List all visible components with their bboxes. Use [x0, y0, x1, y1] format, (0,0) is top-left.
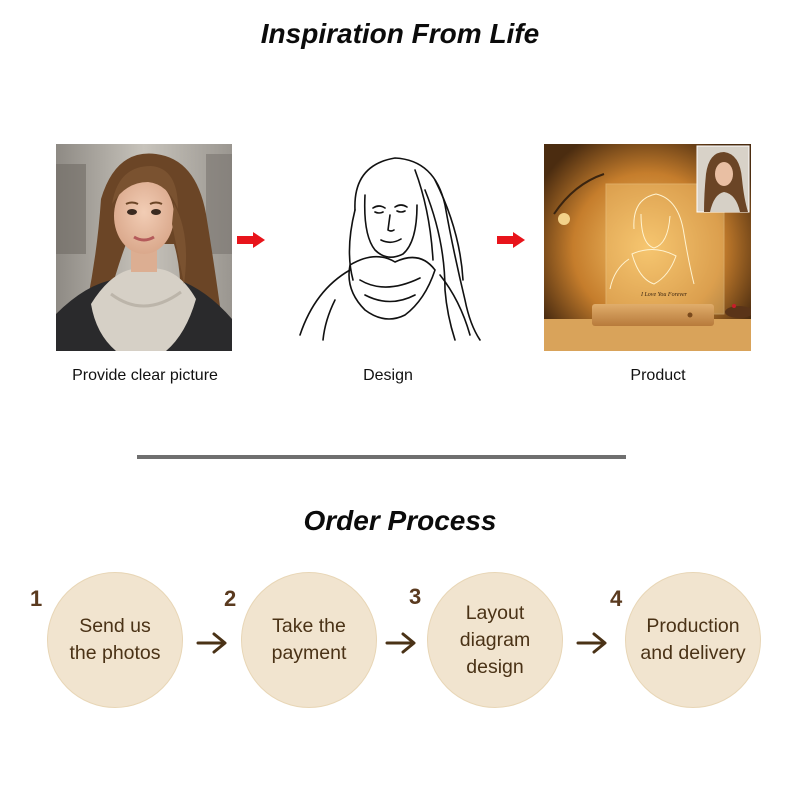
step-number: 1	[30, 586, 43, 611]
step-number: 4	[610, 586, 623, 611]
caption-provide-picture: Provide clear picture	[72, 367, 218, 384]
red-arrow-icon	[497, 232, 525, 248]
engraving-text: I Love You Forever	[640, 292, 688, 298]
customer-photo	[56, 144, 232, 351]
flow-arrow-icon	[385, 632, 416, 654]
inspiration-title: Inspiration From Life	[260, 18, 540, 49]
flow-arrow-icon	[196, 632, 227, 654]
product-photo: I Love You Forever	[544, 144, 751, 351]
line-art-design	[295, 150, 485, 342]
red-arrow-icon	[237, 232, 265, 248]
order-process-title: Order Process	[303, 505, 497, 536]
step-number: 2	[224, 586, 237, 611]
section-divider	[137, 455, 626, 459]
flow-arrow-icon	[576, 632, 607, 654]
caption-design: Design	[363, 367, 413, 384]
step-number: 3	[409, 584, 422, 609]
caption-product: Product	[630, 367, 686, 384]
